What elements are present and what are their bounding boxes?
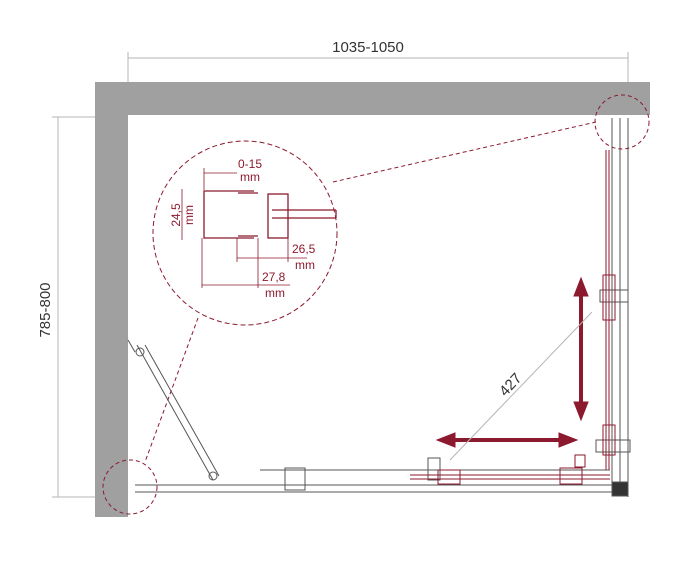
gap-unit: mm (240, 170, 260, 184)
right-frame (595, 118, 631, 497)
outer-value: 27,8 (262, 270, 286, 284)
diagonal-dimension-line (449, 311, 593, 461)
right-sliding-door (602, 150, 616, 470)
detail-dimension-lines (181, 168, 307, 288)
top-wall (95, 82, 650, 115)
height-value: 24,5 (169, 203, 183, 227)
bottom-sliding-door (410, 454, 610, 485)
callout-leader-bottom (144, 317, 199, 463)
detail-circle (152, 140, 338, 326)
gap-value: 0-15 (238, 157, 262, 171)
bottom-frame (135, 457, 629, 497)
horizontal-slide-arrow (435, 432, 579, 448)
profile-detail (203, 190, 337, 239)
callout-leader-top (332, 121, 597, 183)
diagonal-label: 427 (496, 370, 526, 400)
width-label: 1035-1050 (332, 39, 404, 56)
depth-dimension (52, 116, 95, 498)
outer-unit: mm (265, 286, 285, 300)
inner-value: 26,5 (292, 242, 316, 256)
height-unit: mm (182, 205, 196, 225)
callout-circle-bottom-left (102, 459, 158, 515)
width-dimension (127, 52, 629, 82)
vertical-slide-arrow (573, 276, 589, 422)
depth-label: 785-800 (37, 282, 54, 337)
hinged-door (127, 339, 220, 481)
left-wall (95, 82, 128, 517)
inner-unit: mm (295, 258, 315, 272)
